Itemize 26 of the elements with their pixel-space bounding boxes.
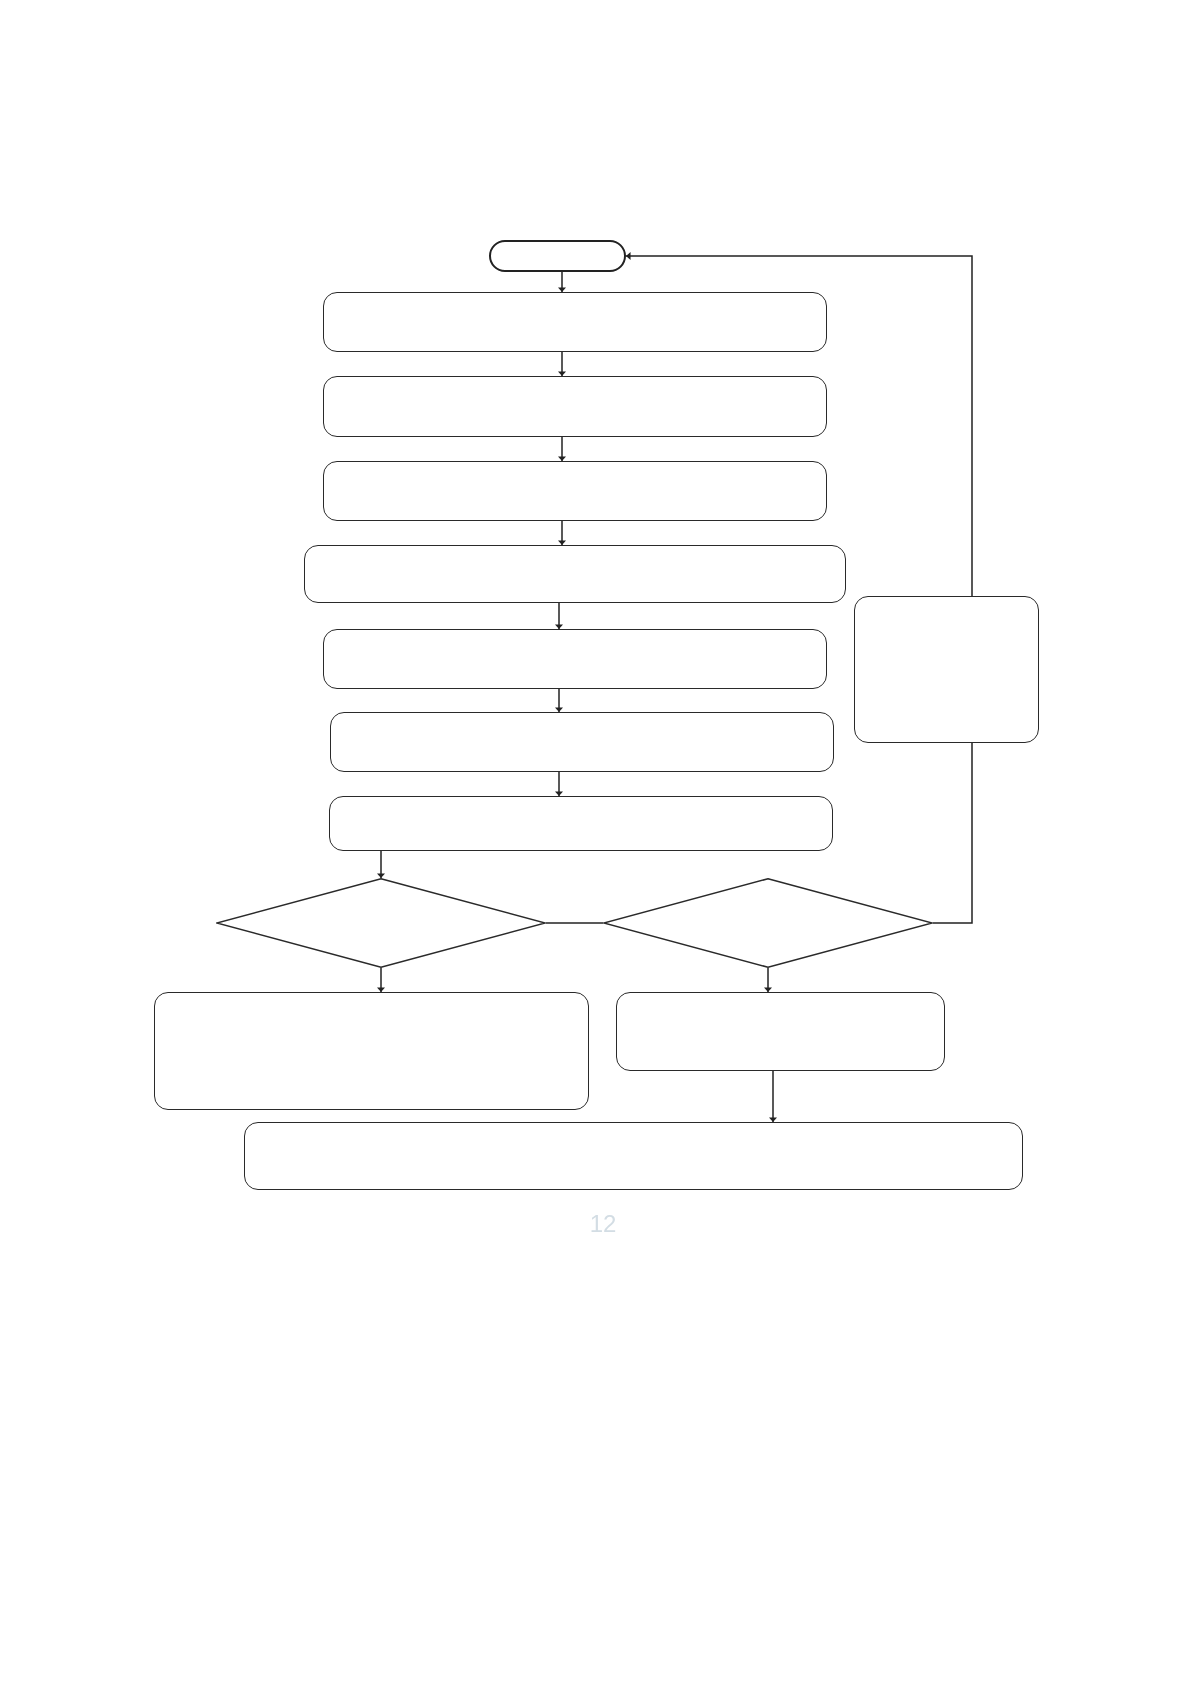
process-box xyxy=(330,712,834,772)
process-box xyxy=(244,1122,1023,1190)
process-box xyxy=(323,292,827,352)
arrow xyxy=(555,771,563,797)
process-box xyxy=(323,461,827,521)
arrow xyxy=(558,520,566,546)
arrow xyxy=(558,271,566,293)
arrow xyxy=(558,436,566,462)
process-box xyxy=(304,545,846,603)
arrow xyxy=(377,967,385,993)
arrow xyxy=(558,351,566,377)
arrow xyxy=(555,688,563,713)
process-box xyxy=(616,992,945,1071)
process-box xyxy=(154,992,589,1110)
arrow xyxy=(764,967,772,993)
connector-line xyxy=(932,742,973,924)
connector-line xyxy=(545,922,604,924)
arrow xyxy=(377,850,385,879)
process-box xyxy=(854,596,1039,743)
process-box xyxy=(329,796,833,851)
arrow xyxy=(769,1070,777,1123)
process-box xyxy=(323,376,827,437)
terminal-pill xyxy=(489,240,626,272)
arrow xyxy=(625,252,973,597)
process-box xyxy=(323,629,827,689)
arrow xyxy=(555,602,563,630)
